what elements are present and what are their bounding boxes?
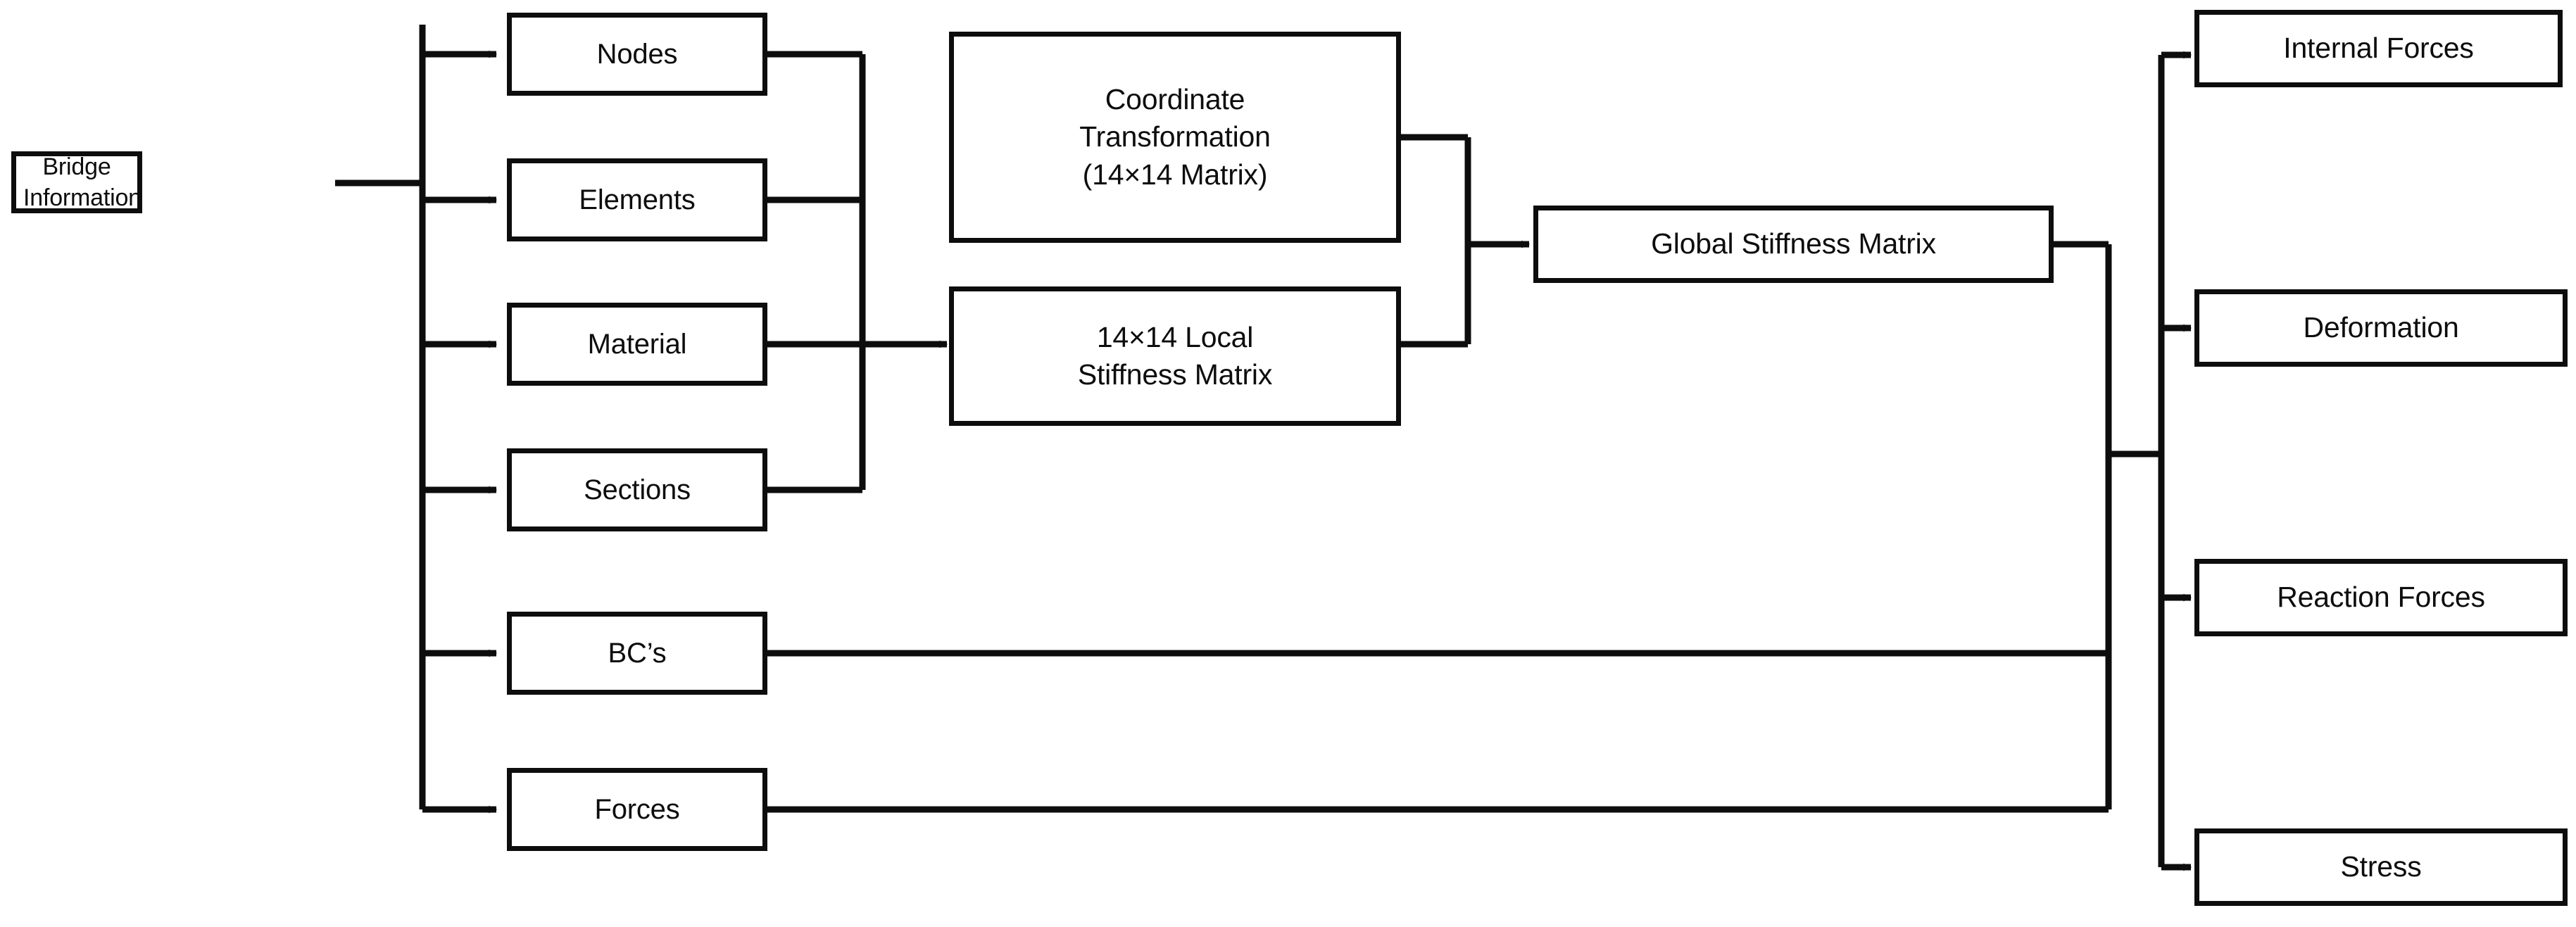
node-internal-forces[interactable]: Internal Forces [2194, 10, 2563, 87]
node-elements[interactable]: Elements [507, 158, 767, 241]
node-label-internal-forces: Internal Forces [2283, 32, 2474, 65]
node-stress[interactable]: Stress [2194, 828, 2568, 906]
node-label-bridge-information: Bridge Information [23, 153, 142, 211]
node-label-forces: Forces [594, 794, 680, 825]
node-label-coordinate-transformation: Coordinate Transformation (14×14 Matrix) [1079, 83, 1271, 191]
node-coordinate-transformation[interactable]: Coordinate Transformation (14×14 Matrix) [949, 32, 1401, 243]
node-label-bcs: BC’s [608, 638, 667, 669]
node-label-local-stiffness-matrix: 14×14 Local Stiffness Matrix [1077, 320, 1273, 391]
node-local-stiffness-matrix[interactable]: 14×14 Local Stiffness Matrix [949, 286, 1401, 426]
node-label-nodes: Nodes [596, 39, 678, 70]
node-global-stiffness-matrix[interactable]: Global Stiffness Matrix [1533, 206, 2054, 283]
node-label-stress: Stress [2340, 850, 2422, 883]
node-material[interactable]: Material [507, 303, 767, 386]
node-label-material: Material [587, 329, 687, 360]
node-forces[interactable]: Forces [507, 768, 767, 851]
node-label-global-stiffness-matrix: Global Stiffness Matrix [1651, 227, 1936, 260]
node-bcs[interactable]: BC’s [507, 612, 767, 695]
node-label-sections: Sections [584, 474, 691, 505]
node-label-reaction-forces: Reaction Forces [2277, 581, 2485, 614]
node-label-elements: Elements [579, 184, 696, 215]
node-deformation[interactable]: Deformation [2194, 289, 2568, 367]
node-nodes[interactable]: Nodes [507, 13, 767, 96]
node-reaction-forces[interactable]: Reaction Forces [2194, 559, 2568, 636]
node-label-deformation: Deformation [2303, 311, 2459, 344]
node-sections[interactable]: Sections [507, 448, 767, 531]
node-bridge-information[interactable]: Bridge Information [11, 151, 142, 213]
